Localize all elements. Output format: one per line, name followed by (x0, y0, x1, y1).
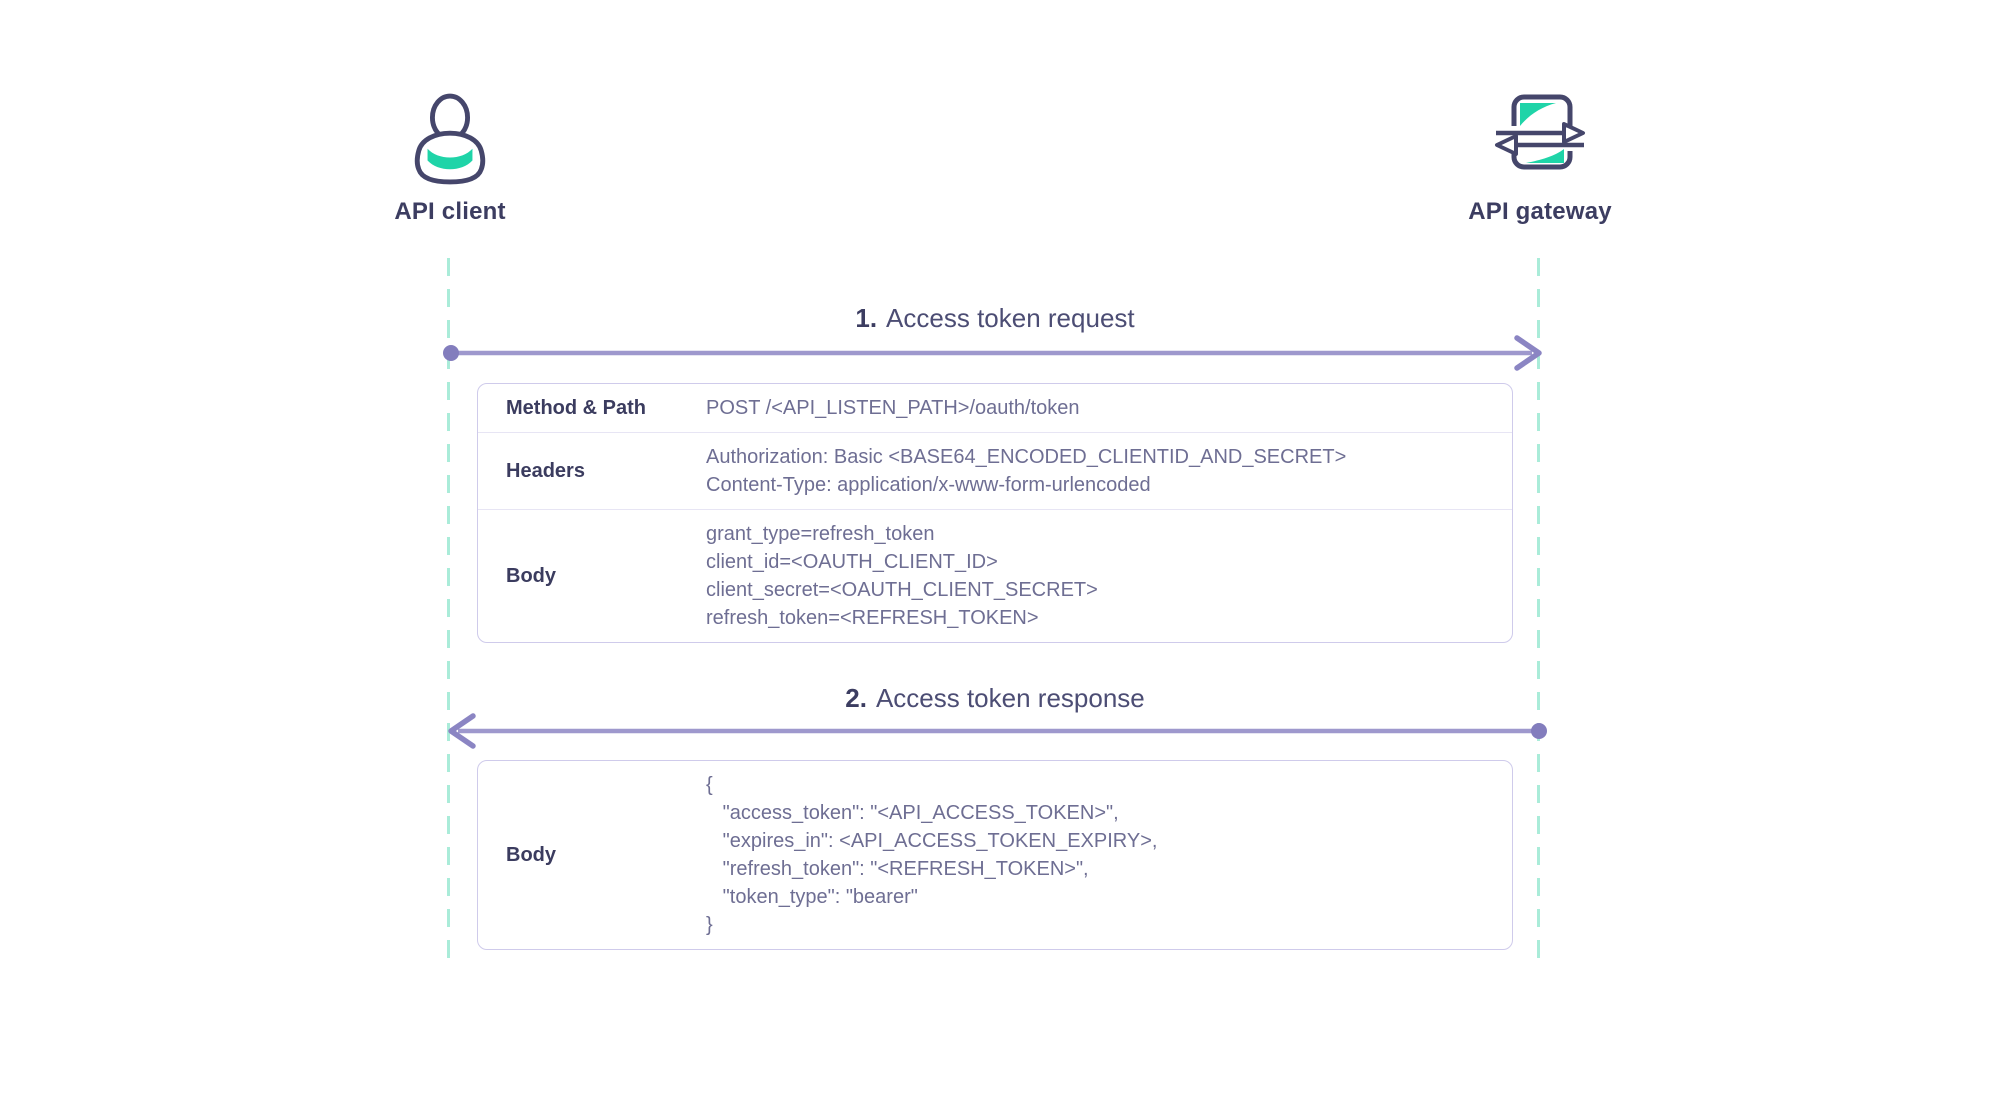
row-value: grant_type=refresh_token client_id=<OAUT… (706, 520, 1512, 632)
value-line: "expires_in": <API_ACCESS_TOKEN_EXPIRY>, (706, 830, 1158, 852)
arrow-head-right (1514, 335, 1542, 371)
gateway-arrows-icon (1492, 94, 1588, 170)
table-row-method-path: Method & Path POST /<API_LISTEN_PATH>/oa… (478, 384, 1512, 432)
message-1-number: 1. (855, 303, 878, 333)
value-line: Authorization: Basic <BASE64_ENCODED_CLI… (706, 446, 1347, 468)
arrow-start-dot (1531, 723, 1547, 739)
message-2-number: 2. (845, 683, 867, 713)
value-line: "access_token": "<API_ACCESS_TOKEN>", (706, 802, 1119, 824)
actor-label-api-gateway: API gateway (1468, 198, 1612, 225)
lifeline-api-gateway (1537, 258, 1540, 966)
request-payload-table: Method & Path POST /<API_LISTEN_PATH>/oa… (477, 383, 1513, 643)
row-label: Body (506, 844, 556, 866)
response-payload-table: Body { "access_token": "<API_ACCESS_TOKE… (477, 760, 1513, 950)
row-label: Method & Path (506, 397, 646, 419)
message-1-title-text: Access token request (886, 303, 1135, 333)
row-label: Body (506, 565, 556, 587)
value-line: client_secret=<OAUTH_CLIENT_SECRET> (706, 579, 1098, 601)
value-line: POST /<API_LISTEN_PATH>/oauth/token (706, 397, 1080, 419)
message-2-arrow-left (448, 713, 1547, 749)
actor-api-gateway: API gateway (1440, 92, 1640, 226)
value-line: Content-Type: application/x-www-form-url… (706, 474, 1151, 496)
actor-api-client: API client (350, 92, 550, 226)
value-line: } (706, 914, 713, 936)
value-line: client_id=<OAUTH_CLIENT_ID> (706, 551, 998, 573)
actor-label-api-client: API client (394, 198, 506, 225)
arrow-head-left (448, 713, 476, 749)
value-line: "refresh_token": "<REFRESH_TOKEN>", (706, 858, 1089, 880)
lifeline-api-client (447, 258, 450, 966)
value-line: refresh_token=<REFRESH_TOKEN> (706, 607, 1039, 629)
message-2-title: 2. Access token response (450, 682, 1540, 714)
value-line: "token_type": "bearer" (706, 886, 918, 908)
value-line: { (706, 774, 713, 796)
row-value: Authorization: Basic <BASE64_ENCODED_CLI… (706, 443, 1512, 499)
message-2-title-text: Access token response (875, 683, 1145, 713)
table-row-body: Body grant_type=refresh_token client_id=… (478, 509, 1512, 642)
row-value: { "access_token": "<API_ACCESS_TOKEN>", … (706, 771, 1512, 939)
row-label: Headers (506, 460, 585, 482)
value-line: grant_type=refresh_token (706, 523, 935, 545)
table-row-body: Body { "access_token": "<API_ACCESS_TOKE… (478, 761, 1512, 949)
user-icon (414, 93, 486, 185)
table-row-headers: Headers Authorization: Basic <BASE64_ENC… (478, 432, 1512, 509)
row-value: POST /<API_LISTEN_PATH>/oauth/token (706, 394, 1512, 422)
message-1-title: 1. Access token request (450, 302, 1540, 334)
arrow-start-dot (443, 345, 459, 361)
message-1-arrow-right (443, 335, 1542, 371)
